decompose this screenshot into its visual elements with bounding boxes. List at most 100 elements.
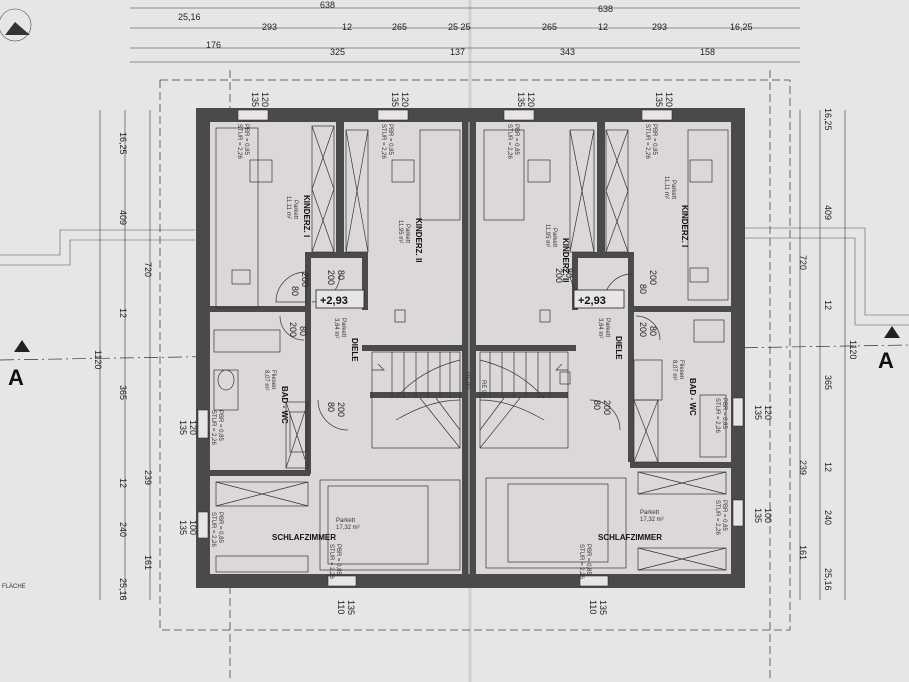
stair-label-left: RE 90 [464,372,470,389]
dim-left-25-16: 25,16 [118,578,128,601]
room-floor-kinder1-right: Parkett [670,180,676,199]
svg-text:STUR = 2,26: STUR = 2,26 [210,512,216,548]
dim-right-161: 161 [798,545,808,560]
right-interior-walls [476,122,731,468]
door-dim-4b: 200 [336,402,346,417]
door-dim-3b: 80 [298,326,308,336]
dim-right-720: 720 [798,255,808,270]
door-dim-6b: 200 [648,270,658,285]
win-dim-7b: 120 [763,405,773,420]
dim-right-1120: 1120 [848,340,858,359]
dim-left-365: 365 [118,385,128,400]
room-floor-kinder2-right: Parkett [551,228,557,247]
dim-top-3: 12 [342,22,352,32]
north-circle-icon [0,8,32,42]
win-dim-9a: 110 [336,600,346,614]
dim-top-5: 25 25 [448,22,471,32]
north-arrow-icon [5,22,30,35]
win-dim-7a: 135 [753,405,763,420]
room-label-diele-left: DIELE [350,338,359,362]
dim-left-12b: 12 [118,478,128,488]
room-label-diele-right: DIELE [614,336,623,360]
room-label-kinder2-right: KINDERZ. II [561,238,570,282]
window-notes: STUR = 2,26 PBR = 0,85 STUR = 2,26 PBR =… [210,124,727,580]
win-dim-5a: 135 [178,420,188,435]
section-marker-right: A [878,348,894,373]
room-area-bad-right: 8,07 m² [671,360,677,380]
svg-text:PBR = 0,85: PBR = 0,85 [387,124,393,156]
section-line [0,344,909,361]
left-dimension-lines [99,110,151,600]
door-dim-8a: 80 [592,400,602,410]
dim-left-409: 409 [118,210,128,225]
door-dim-7b: 80 [648,326,658,336]
room-label-schlaf-right: SCHLAFZIMMER [598,533,662,542]
windows [197,109,744,587]
door-dim-1a: 80 [290,286,300,296]
win-dim-2a: 120 [400,92,410,107]
room-label-kinder1-right: KINDERZ. I [680,205,689,247]
room-floor-schlaf-right: Parkett [640,510,659,516]
room-floor-schlaf-left: Parkett [336,518,355,524]
dim-left-239: 239 [143,470,153,485]
win-dim-4b: 135 [654,92,664,107]
dim-right-365: 365 [823,375,833,390]
svg-text:PBR = 0,85: PBR = 0,85 [217,410,223,442]
win-dim-1b: 135 [250,92,260,107]
svg-text:STUR = 2,26: STUR = 2,26 [644,124,650,160]
door-dim-4a: 80 [326,402,336,412]
door-dim-2b: 80 [336,270,346,280]
room-area-kinder1-right: 11,11 m² [663,176,669,199]
section-arrow-left-icon [14,340,30,352]
flach-label: FLÄCHE [2,583,26,590]
dim-left-720: 720 [143,262,153,277]
room-label-kinder2-left: KINDERZ. II [414,218,423,262]
svg-text:STUR = 2,26: STUR = 2,26 [380,124,386,160]
dim-right-12b: 12 [823,462,833,472]
dim-left-16-25: 16,25 [118,132,128,155]
room-area-schlaf-right: 17,32 m² [640,517,664,523]
dim-top-6: 265 [542,22,557,32]
win-dim-10a: 110 [588,600,598,614]
win-dim-3b: 135 [516,92,526,107]
win-dim-10b: 135 [598,600,608,615]
room-area-diele-left: 3,84 m² [333,318,339,338]
room-label-kinder1-left: KINDERZ. I [302,195,311,237]
stair-label-right: RE 90 [480,380,486,397]
dim-top-176: 176 [206,40,221,50]
door-dim-1b: 200 [300,272,310,287]
svg-text:PBR = 0,85: PBR = 0,85 [243,124,249,156]
furniture [213,127,729,571]
dim-top-343: 343 [560,47,575,57]
dim-top-1: 25,16 [178,12,201,22]
dim-top-158: 158 [700,47,715,57]
door-dim-3a: 200 [288,322,298,337]
dim-right-12: 12 [823,300,833,310]
dim-right-409: 409 [823,205,833,220]
room-floor-kinder2-left: Parkett [404,224,410,243]
room-area-diele-right: 3,84 m² [597,318,603,338]
win-dim-5b: 120 [188,420,198,435]
svg-text:+2,93: +2,93 [578,295,606,307]
svg-text:STUR = 2,26: STUR = 2,26 [236,124,242,160]
svg-text:STUR = 2,26: STUR = 2,26 [714,500,720,536]
svg-text:STUR = 2,26: STUR = 2,26 [506,124,512,160]
room-area-kinder1-left: 11,11 m² [285,196,291,219]
wardrobes [215,125,727,573]
dim-top-638-left: 638 [320,0,335,10]
svg-text:+2,93: +2,93 [320,295,348,307]
level-marker-left: +2,93 [315,289,365,309]
dim-top-7: 12 [598,22,608,32]
dim-top-9: 16,25 [730,22,753,32]
dim-right-240: 240 [823,510,833,525]
svg-text:PBR = 0,85: PBR = 0,85 [513,124,519,156]
top-dimension-lines [130,7,800,63]
room-area-kinder2-left: 11,95 m² [397,220,403,243]
win-dim-8a: 135 [753,508,763,523]
dim-top-2: 293 [262,22,277,32]
level-marker-right: +2,93 [573,289,625,309]
dim-top-4: 265 [392,22,407,32]
win-dim-9b: 135 [346,600,356,615]
door-dim-2a: 200 [326,270,336,285]
